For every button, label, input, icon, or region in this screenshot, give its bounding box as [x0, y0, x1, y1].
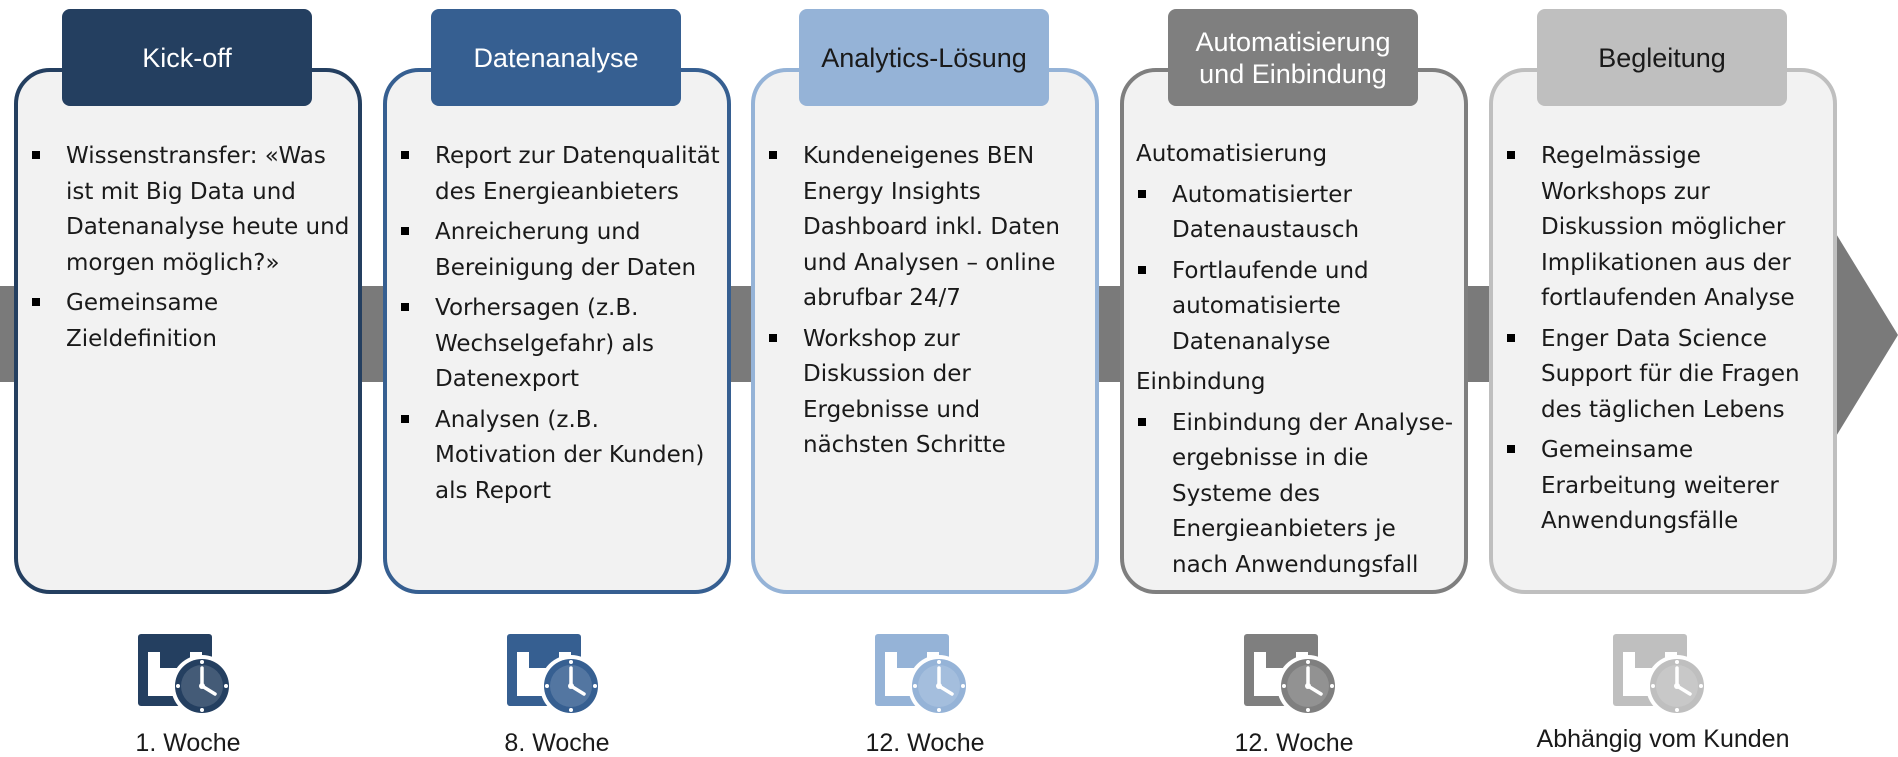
bullet-item: Enger Data Science Support für die Frage… — [1505, 322, 1827, 429]
phase-duration: 12. Woche — [1234, 729, 1354, 757]
phase-title: Begleitung — [1598, 42, 1726, 73]
bullet-item: Kundeneigenes BEN Energy Insights Dashbo… — [767, 139, 1089, 317]
bullet-item: Einbindung der Analyse-ergebnisse in die… — [1136, 406, 1458, 584]
bullet-list: Kundeneigenes BEN Energy Insights Dashbo… — [767, 139, 1089, 464]
bullet-item: Gemeinsame Zieldefinition — [30, 286, 352, 357]
calendar-clock-icon — [507, 634, 602, 717]
bullet-item: Report zur Datenqualität des Energieanbi… — [399, 139, 721, 210]
bullet-item: Anreicherung und Bereinigung der Daten — [399, 215, 721, 286]
bullet-list: Regelmässige Workshops zur Diskussion mö… — [1505, 139, 1827, 540]
phase-content: Regelmässige Workshops zur Diskussion mö… — [1505, 139, 1827, 545]
bullet-list: Einbindung der Analyse-ergebnisse in die… — [1136, 406, 1458, 584]
calendar-clock-icon — [1244, 634, 1339, 717]
section-heading: Einbindung — [1136, 369, 1266, 395]
phase-duration: 8. Woche — [504, 729, 610, 757]
timeline-arrow-head — [1835, 232, 1898, 438]
phase-header: Begleitung — [1537, 9, 1787, 106]
bullet-item: Fortlaufende und automatisierte Datenana… — [1136, 254, 1458, 361]
calendar-clock-icon — [1613, 634, 1708, 717]
phase-box — [1489, 68, 1837, 594]
phase-header: Datenanalyse — [431, 9, 681, 106]
phase-header: Automatisierung und Einbindung — [1168, 9, 1418, 106]
phase-box — [751, 68, 1099, 594]
phase-duration: 1. Woche — [135, 729, 241, 757]
bullet-item: Wissenstransfer: «Was ist mit Big Data u… — [30, 139, 352, 281]
bullet-list: Report zur Datenqualität des Energieanbi… — [399, 139, 721, 509]
phase-content: Wissenstransfer: «Was ist mit Big Data u… — [30, 139, 352, 362]
phase-title: Kick-off — [142, 42, 232, 73]
phase-title: Datenanalyse — [473, 42, 639, 73]
phase-title: Analytics-Lösung — [821, 42, 1027, 73]
bullet-item: Regelmässige Workshops zur Diskussion mö… — [1505, 139, 1827, 317]
phase-box — [14, 68, 362, 594]
phase-content: Kundeneigenes BEN Energy Insights Dashbo… — [767, 139, 1089, 469]
bullet-item: Gemeinsame Erarbeitung weiterer Anwendun… — [1505, 433, 1827, 540]
bullet-list: Wissenstransfer: «Was ist mit Big Data u… — [30, 139, 352, 357]
calendar-clock-icon — [875, 634, 970, 717]
phase-box — [383, 68, 731, 594]
phase-title: Automatisierung und Einbindung — [1195, 26, 1391, 89]
phase-box — [1120, 68, 1468, 594]
phase-header: Kick-off — [62, 9, 312, 106]
section-heading: Automatisierung — [1136, 141, 1328, 167]
phase-content: Report zur Datenqualität des Energieanbi… — [399, 139, 721, 514]
phase-header: Analytics-Lösung — [799, 9, 1049, 106]
bullet-item: Vorhersagen (z.B. Wechselgefahr) als Dat… — [399, 291, 721, 398]
phase-duration: Abhängig vom Kunden — [1536, 725, 1790, 753]
calendar-clock-icon — [138, 634, 233, 717]
bullet-item: Workshop zur Diskussion der Ergebnisse u… — [767, 322, 1089, 464]
bullet-item: Automatisierter Datenaustausch — [1136, 178, 1458, 249]
phase-duration: 12. Woche — [865, 729, 985, 757]
bullet-item: Analysen (z.B. Motivation der Kunden) al… — [399, 403, 721, 510]
